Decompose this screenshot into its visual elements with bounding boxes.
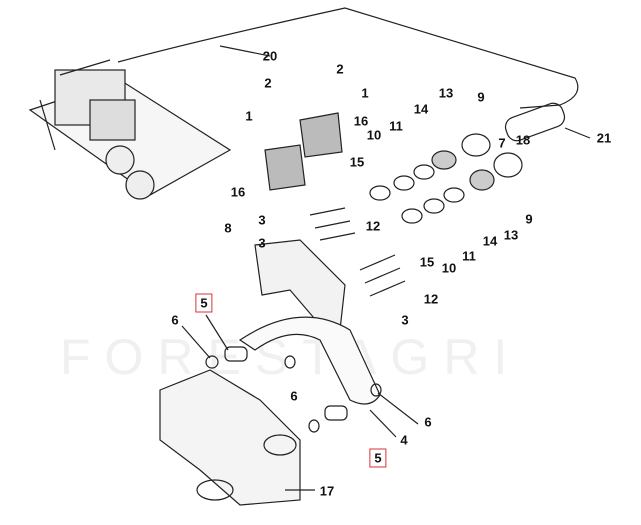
bushing: [324, 405, 348, 421]
callout-9: 9: [525, 211, 533, 227]
link-arm: [238, 316, 381, 405]
callout-5-highlighted: 5: [195, 293, 213, 313]
callout-21: 21: [596, 130, 612, 146]
callout-8: 8: [224, 220, 232, 236]
callout-16: 16: [230, 184, 246, 200]
callout-10: 10: [366, 127, 382, 143]
piston-seal-set-upper: [369, 102, 566, 201]
callout-5-highlighted: 5: [369, 448, 387, 468]
piston-seal-set-lower: [401, 152, 523, 224]
callout-2: 2: [336, 61, 344, 77]
hydraulic-line: [117, 7, 579, 109]
callout-13: 13: [438, 85, 454, 101]
callout-14: 14: [413, 101, 429, 117]
callout-6: 6: [290, 388, 298, 404]
callout-9: 9: [477, 89, 485, 105]
callout-3: 3: [258, 212, 266, 228]
callout-12: 12: [365, 218, 381, 234]
callout-1: 1: [245, 108, 253, 124]
callout-1: 1: [361, 85, 369, 101]
callout-2: 2: [264, 75, 272, 91]
callout-15: 15: [349, 154, 365, 170]
caliper-housing: [254, 239, 346, 331]
callout-11: 11: [462, 248, 476, 264]
brake-pad: [264, 112, 343, 191]
watermark: FORESTAGRI: [60, 329, 522, 385]
bushing: [224, 346, 248, 362]
callout-20: 20: [262, 48, 278, 64]
steering-knuckle: [159, 369, 301, 506]
bolts: [309, 207, 406, 297]
callout-15: 15: [419, 254, 435, 270]
callout-14: 14: [482, 233, 498, 249]
callout-4: 4: [400, 432, 408, 448]
valve-block-assembly: [28, 59, 232, 200]
callout-11: 11: [389, 118, 403, 134]
callout-10: 10: [441, 260, 457, 276]
callout-16: 16: [353, 113, 369, 129]
callout-3: 3: [258, 235, 266, 251]
callout-3: 3: [401, 312, 409, 328]
callout-12: 12: [423, 291, 439, 307]
callout-18: 18: [515, 132, 531, 148]
callout-6: 6: [424, 414, 432, 430]
callout-17: 17: [319, 483, 335, 499]
callout-13: 13: [503, 227, 519, 243]
callout-6: 6: [171, 312, 179, 328]
callout-7: 7: [498, 135, 506, 151]
